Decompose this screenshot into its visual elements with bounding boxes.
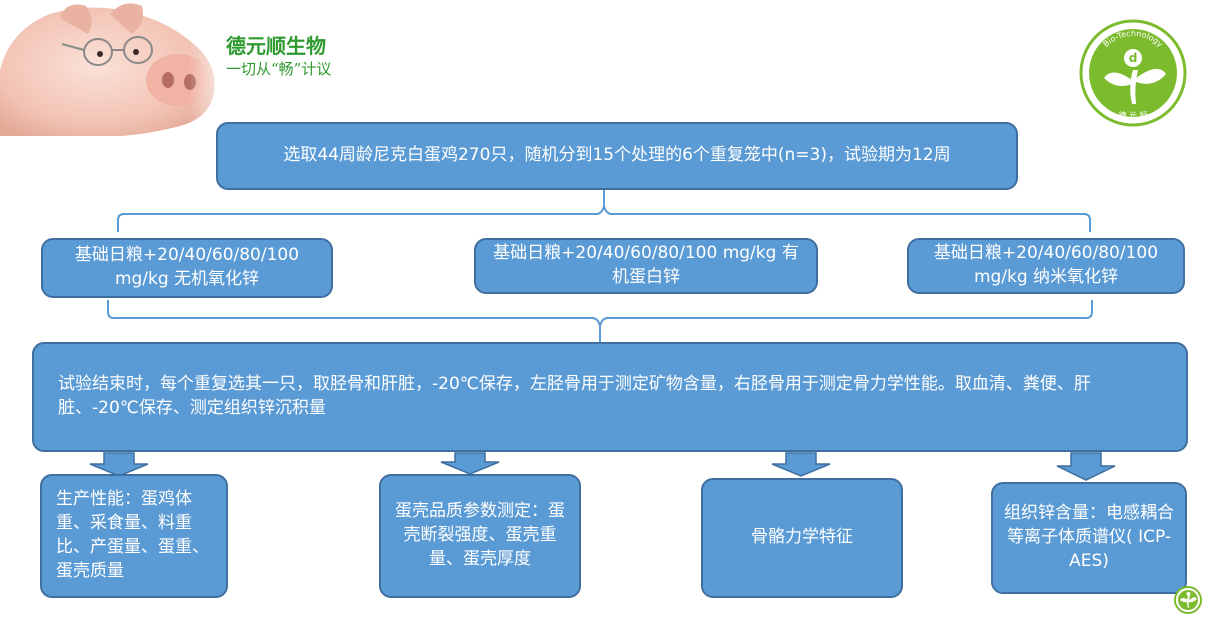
brand-name: 德元顺生物 — [226, 34, 326, 58]
logo-letter: d — [1129, 51, 1138, 65]
group-inorganic-zinc-text: 基础日粮+20/40/60/80/100 mg/kg 无机氧化锌 — [74, 245, 300, 289]
sampling-process-text: 试验结束时，每个重复选其一只，取胫骨和肝脏，-20℃保存，左胫骨用于测定矿物含量… — [58, 374, 1091, 418]
arrow-down-4 — [1056, 452, 1116, 481]
outcome-tissue-zinc-box: 组织锌含量：电感耦合等离子体质谱仪( ICP-AES) — [991, 482, 1187, 594]
outcome-bone-box: 骨骼力学特征 — [701, 478, 903, 598]
logo-bottom-text: 德 元 顺 — [1118, 110, 1147, 120]
leaf-figure-logo-icon: Bio-Technology d 德 元 顺 — [1079, 19, 1187, 127]
group-nano-zinc-text: 基础日粮+20/40/60/80/100 mg/kg 纳米氧化锌 — [933, 243, 1159, 287]
group-nano-zinc-box: 基础日粮+20/40/60/80/100 mg/kg 纳米氧化锌 — [907, 238, 1185, 294]
outcome-tissue-zinc-text: 组织锌含量：电感耦合等离子体质谱仪( ICP-AES) — [1004, 503, 1174, 571]
bottom-bracket — [107, 300, 1093, 342]
brand-tagline: 一切从“畅”计议 — [226, 60, 332, 78]
outcome-eggshell-box: 蛋壳品质参数测定：蛋壳断裂强度、蛋壳重量、蛋壳厚度 — [379, 474, 581, 598]
outcome-production-box: 生产性能：蛋鸡体重、采食量、料重比、产蛋量、蛋重、蛋壳质量 — [40, 474, 228, 598]
pig-with-glasses-photo — [0, 0, 222, 136]
sampling-process-box: 试验结束时，每个重复选其一只，取胫骨和肝脏，-20℃保存，左胫骨用于测定矿物含量… — [32, 342, 1188, 452]
arrow-down-2 — [440, 452, 500, 475]
study-design-box: 选取44周龄尼克白蛋鸡270只，随机分到15个处理的6个重复笼中(n=3)，试验… — [216, 122, 1018, 190]
small-leaf-logo-icon — [1174, 586, 1202, 614]
outcome-eggshell-text: 蛋壳品质参数测定：蛋壳断裂强度、蛋壳重量、蛋壳厚度 — [395, 501, 565, 569]
study-design-text: 选取44周龄尼克白蛋鸡270只，随机分到15个处理的6个重复笼中(n=3)，试验… — [283, 145, 951, 166]
outcome-production-text: 生产性能：蛋鸡体重、采食量、料重比、产蛋量、蛋重、蛋壳质量 — [56, 489, 209, 581]
group-inorganic-zinc-box: 基础日粮+20/40/60/80/100 mg/kg 无机氧化锌 — [41, 238, 333, 298]
arrow-down-3 — [771, 452, 831, 477]
outcome-bone-text: 骨骼力学特征 — [751, 527, 853, 548]
group-organic-zinc-text: 基础日粮+20/40/60/80/100 mg/kg 有机蛋白锌 — [493, 243, 799, 287]
group-organic-zinc-box: 基础日粮+20/40/60/80/100 mg/kg 有机蛋白锌 — [474, 238, 818, 294]
top-bracket — [117, 190, 1091, 232]
arrow-down-1 — [89, 452, 149, 477]
